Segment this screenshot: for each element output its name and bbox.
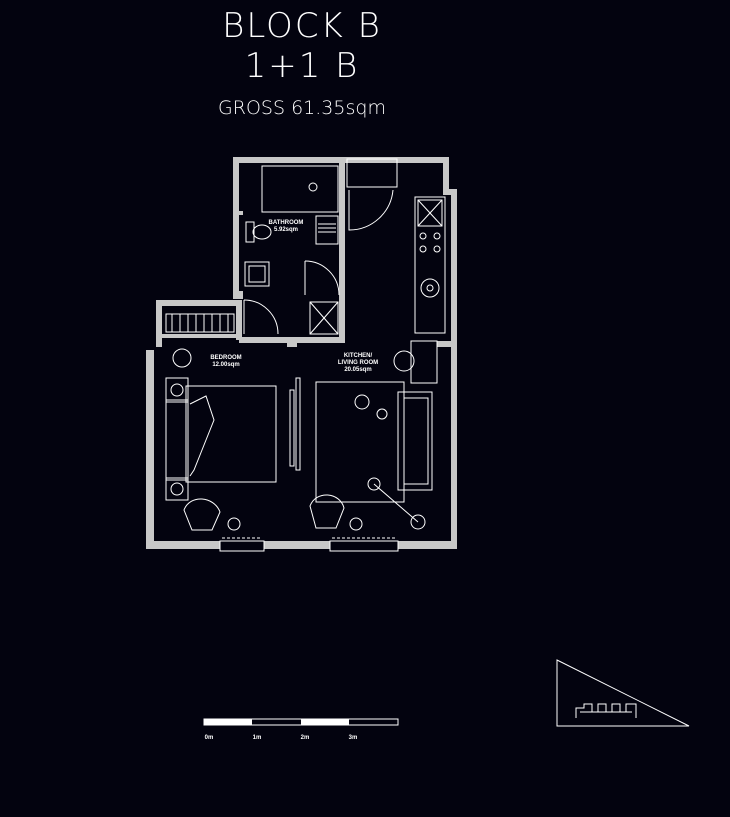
scale-bar: 0m 1m 2m 3m xyxy=(203,718,399,741)
kitchen-label-line1: KITCHEN/ xyxy=(344,353,373,359)
sliding-door xyxy=(289,377,301,471)
bathroom-label: BATHROOM xyxy=(269,220,304,226)
key-plan-icon xyxy=(556,659,690,727)
scale-label-0: 0m xyxy=(205,735,214,741)
bathroom-area: 5.92sqm xyxy=(274,227,298,233)
gross-area-label: GROSS 61.35sqm xyxy=(218,97,386,119)
kitchen-area: 20.05sqm xyxy=(344,367,371,373)
bedroom-furniture xyxy=(165,348,277,552)
scale-label-2: 2m xyxy=(301,735,310,741)
bathroom-fixtures xyxy=(165,165,340,335)
scale-label-3: 3m xyxy=(349,735,358,741)
bedroom-area: 12.00sqm xyxy=(212,362,239,368)
bedroom-label: BEDROOM xyxy=(210,355,241,361)
unit-type-title: 1+1 B xyxy=(244,46,360,86)
living-furniture xyxy=(309,381,433,552)
scale-label-1: 1m xyxy=(253,735,262,741)
block-title: BLOCK B xyxy=(222,6,382,46)
room-interiors xyxy=(154,163,451,541)
kitchen-fixtures xyxy=(346,158,446,384)
kitchen-label-line2: LIVING ROOM xyxy=(338,360,378,366)
